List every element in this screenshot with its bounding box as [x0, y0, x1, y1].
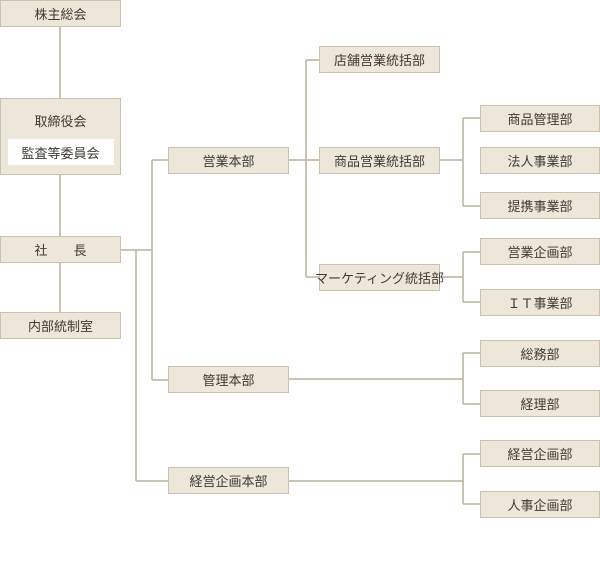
internal-control-box: 内部統制室 [0, 312, 121, 339]
store-sales-box: 店舗営業統括部 [319, 46, 440, 73]
product-mgmt-box: 商品管理部 [480, 105, 600, 132]
mgmt-planning-box: 経営企画部 [480, 440, 600, 467]
admin-hq-box: 管理本部 [168, 366, 289, 393]
corporate-business-box: 法人事業部 [480, 147, 600, 174]
planning-hq-box: 経営企画本部 [168, 467, 289, 494]
it-business-box: ＩＴ事業部 [480, 289, 600, 316]
audit-committee-label: 監査等委員会 [7, 139, 114, 165]
marketing-box: マーケティング統括部 [315, 264, 444, 291]
product-sales-box: 商品営業統括部 [319, 147, 440, 174]
board-label: 取締役会 [34, 115, 87, 130]
board-box: 取締役会 監査等委員会 [0, 98, 121, 175]
sales-planning-box: 営業企画部 [480, 238, 600, 265]
sales-hq-box: 営業本部 [168, 147, 289, 174]
president-box: 社 長 [0, 236, 121, 263]
general-affairs-box: 総務部 [480, 340, 600, 367]
hr-planning-box: 人事企画部 [480, 491, 600, 518]
partnership-box: 提携事業部 [480, 192, 600, 219]
shareholders-box: 株主総会 [0, 0, 121, 27]
accounting-box: 経理部 [480, 390, 600, 417]
